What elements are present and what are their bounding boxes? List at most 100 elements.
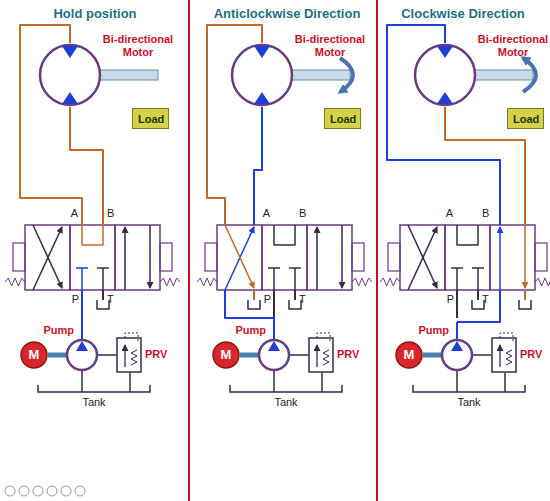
port-label: Tank <box>274 396 297 408</box>
hydraulic-motor-label: Bi-directional Motor <box>292 33 368 59</box>
solenoid <box>205 243 217 271</box>
valve-box <box>117 338 141 372</box>
hydraulic-motor: Bi-directional Motor <box>38 43 102 107</box>
tank-bracket <box>38 385 150 392</box>
valve-arrow <box>499 345 500 367</box>
valve-envelope <box>307 225 352 290</box>
hydraulic-line <box>273 318 275 339</box>
port-label: P <box>264 293 271 305</box>
hydraulic-line <box>499 227 501 290</box>
spring <box>535 278 550 286</box>
pilot-line <box>125 333 138 341</box>
spring <box>323 350 329 365</box>
solenoid <box>352 243 364 271</box>
panel-separator <box>188 0 190 501</box>
toolbar-icon <box>75 486 85 496</box>
toolbar-icon <box>61 486 71 496</box>
rotation-arrow <box>340 58 353 92</box>
valve-envelope <box>445 225 490 290</box>
hydraulic-motor-label: Bi-directional Motor <box>475 33 550 59</box>
flow-triangle <box>254 92 270 104</box>
relief-valve: PRV <box>491 337 517 373</box>
pump-circle <box>67 340 97 370</box>
port-label: A <box>71 207 78 219</box>
port-label: T <box>107 293 114 305</box>
electric-motor: M <box>395 341 423 369</box>
hydraulic-line <box>97 267 109 269</box>
motor-circle <box>396 342 422 368</box>
port-label: P <box>72 293 79 305</box>
load-box-label: Load <box>138 113 163 126</box>
hydraulic-line <box>253 290 255 300</box>
solenoid <box>388 243 400 271</box>
relief-valve-label: PRV <box>337 348 359 361</box>
toolbar-icon <box>47 486 57 496</box>
hydraulic-line <box>504 373 506 392</box>
motor-circle <box>232 45 292 105</box>
hydraulic-line <box>70 107 103 225</box>
hydraulic-line <box>524 290 526 300</box>
node-outline <box>116 337 142 373</box>
hydraulic-line <box>33 225 62 288</box>
valve-envelope <box>70 225 115 290</box>
port-label: B <box>299 207 306 219</box>
motor-shaft <box>98 70 158 80</box>
hydraulic-line <box>102 290 104 300</box>
hydraulic-line <box>254 107 262 225</box>
valve-envelope <box>400 225 445 290</box>
hydraulic-line <box>294 268 296 290</box>
hydraulic-line <box>225 225 254 288</box>
load-box-label: Load <box>330 113 355 126</box>
hydraulic-line <box>387 25 500 225</box>
spring <box>506 350 512 365</box>
load-box: Load <box>324 108 361 129</box>
valve-arrow <box>316 345 317 367</box>
load-box: Load <box>507 108 544 129</box>
spring <box>197 278 217 286</box>
hydraulic-line <box>477 290 479 300</box>
hydraulic-pump: Pump <box>258 339 290 371</box>
panel-drawing <box>380 25 550 392</box>
flow-triangle <box>62 92 78 104</box>
node-outline <box>441 339 473 371</box>
hydraulic-line <box>289 267 301 269</box>
flow-triangle <box>451 341 463 351</box>
hydraulic-line <box>149 225 151 288</box>
hydraulic-line <box>524 225 526 288</box>
tank-symbol <box>248 300 260 309</box>
flow-triangle <box>268 341 280 351</box>
spring <box>5 278 25 286</box>
motor-circle <box>21 342 47 368</box>
toolbar-icon <box>19 486 29 496</box>
pressure-line <box>290 354 308 356</box>
hydraulic-line <box>472 267 484 269</box>
flow-triangle <box>62 46 78 58</box>
drive-shaft <box>48 353 66 358</box>
pilot-line <box>317 333 330 341</box>
pilot-line <box>500 333 513 341</box>
panel-heading: Hold position <box>53 6 136 21</box>
hydraulic-line <box>408 225 437 288</box>
spring <box>160 278 180 286</box>
flow-triangle <box>254 46 270 58</box>
hydraulic-line <box>456 322 458 339</box>
node-outline <box>230 43 294 107</box>
port-label: B <box>482 207 489 219</box>
port-label: P <box>447 293 454 305</box>
hydraulic-pump: Pump <box>66 339 98 371</box>
hydraulic-line <box>316 227 318 290</box>
hydraulic-line <box>456 268 458 290</box>
node-outline <box>38 43 102 107</box>
relief-valve: PRV <box>116 337 142 373</box>
port-label: B <box>107 207 114 219</box>
tank-bracket <box>230 385 342 392</box>
valve-envelope <box>217 225 262 290</box>
spring <box>352 278 372 286</box>
pressure-line <box>98 354 116 356</box>
drive-shaft <box>240 353 258 358</box>
hydraulic-line <box>81 318 83 339</box>
hydraulic-line <box>33 227 62 290</box>
node-outline <box>66 339 98 371</box>
hydraulic-pump: Pump <box>441 339 473 371</box>
